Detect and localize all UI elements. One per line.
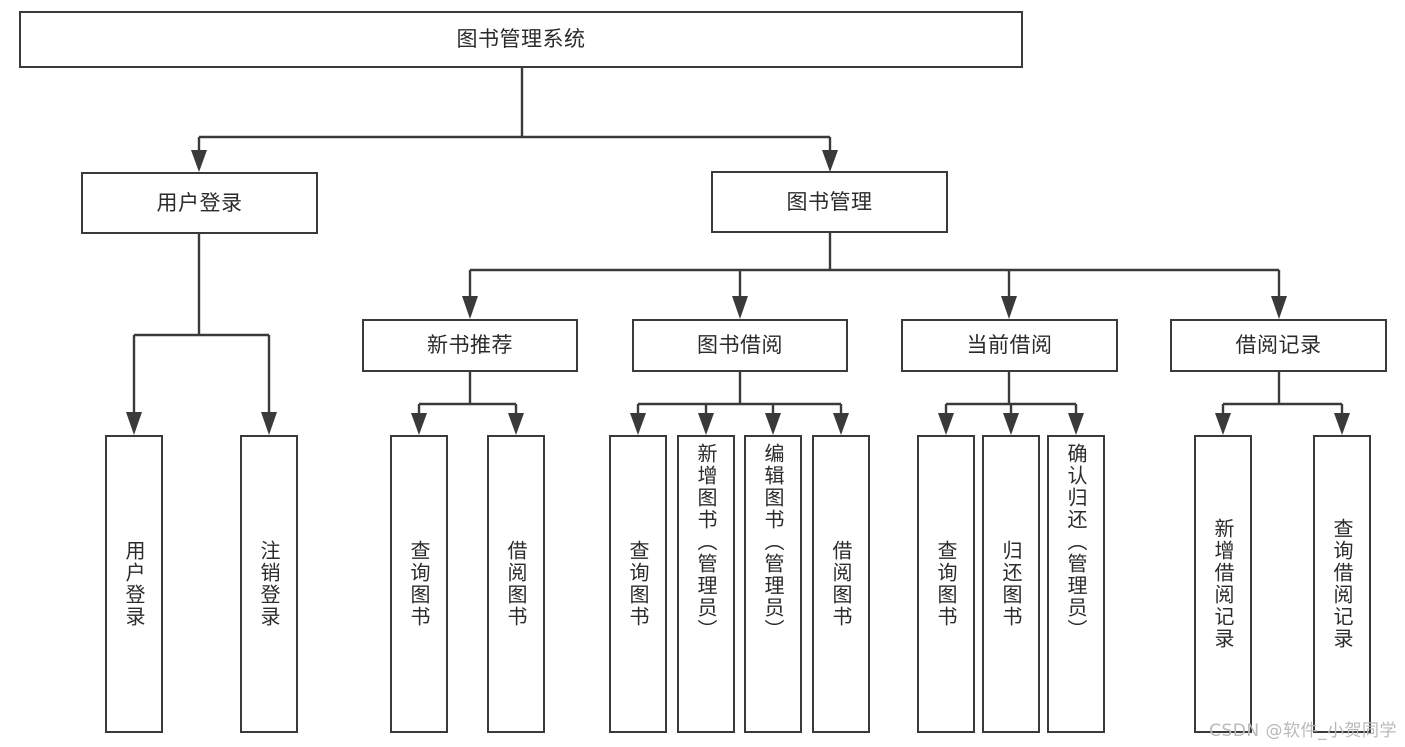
node-leaf-user-login[interactable]: 用户登录 xyxy=(105,435,163,733)
node-user-login[interactable]: 用户登录 xyxy=(81,172,318,234)
node-book-borrow[interactable]: 图书借阅 xyxy=(632,319,848,372)
node-leaf-query-book-3-label: 查询图书 xyxy=(934,540,958,628)
arrow-new-book-recommend xyxy=(462,296,478,319)
arrow-borrow-record xyxy=(1271,296,1287,319)
node-book-borrow-label: 图书借阅 xyxy=(697,333,783,358)
node-leaf-borrow-book-1-label: 借阅图书 xyxy=(504,540,528,628)
node-leaf-user-login-label: 用户登录 xyxy=(122,540,146,628)
arrow-leaf-add-record xyxy=(1215,413,1231,435)
node-leaf-user-logout[interactable]: 注销登录 xyxy=(240,435,298,733)
node-leaf-confirm-return-label: 确认归还（管理员） xyxy=(1064,443,1088,641)
arrow-leaf-user-logout xyxy=(261,412,277,435)
node-leaf-query-book-1[interactable]: 查询图书 xyxy=(390,435,448,733)
node-leaf-query-book-2-label: 查询图书 xyxy=(626,540,650,628)
node-root[interactable]: 图书管理系统 xyxy=(19,11,1023,68)
node-leaf-query-book-1-label: 查询图书 xyxy=(407,540,431,628)
node-leaf-return-book-label: 归还图书 xyxy=(999,540,1023,628)
arrow-user-login xyxy=(191,150,207,172)
node-leaf-add-record[interactable]: 新增借阅记录 xyxy=(1194,435,1252,733)
node-current-borrow[interactable]: 当前借阅 xyxy=(901,319,1118,372)
node-leaf-borrow-book-2[interactable]: 借阅图书 xyxy=(812,435,870,733)
node-leaf-borrow-book-1[interactable]: 借阅图书 xyxy=(487,435,545,733)
arrow-leaf-query-record xyxy=(1334,413,1350,435)
arrow-leaf-confirm-return xyxy=(1068,413,1084,435)
node-leaf-return-book[interactable]: 归还图书 xyxy=(982,435,1040,733)
node-leaf-user-logout-label: 注销登录 xyxy=(257,540,281,628)
node-borrow-record-label: 借阅记录 xyxy=(1235,333,1322,358)
arrow-leaf-query-book-2 xyxy=(630,413,646,435)
arrow-book-manage xyxy=(822,150,838,172)
node-leaf-add-book-label: 新增图书（管理员） xyxy=(694,443,718,641)
node-leaf-add-book[interactable]: 新增图书（管理员） xyxy=(677,435,735,733)
arrow-leaf-query-book-3 xyxy=(938,413,954,435)
watermark: CSDN @软件_小贺同学 xyxy=(1209,721,1397,741)
node-leaf-query-record[interactable]: 查询借阅记录 xyxy=(1313,435,1371,733)
node-root-label: 图书管理系统 xyxy=(456,27,586,52)
arrow-leaf-edit-book xyxy=(765,413,781,435)
arrow-leaf-user-login xyxy=(126,412,142,435)
node-book-manage[interactable]: 图书管理 xyxy=(711,171,948,233)
arrow-book-borrow xyxy=(732,296,748,319)
arrow-leaf-return-book xyxy=(1003,413,1019,435)
node-leaf-edit-book-label: 编辑图书（管理员） xyxy=(761,443,785,641)
node-leaf-borrow-book-2-label: 借阅图书 xyxy=(829,540,853,628)
node-borrow-record[interactable]: 借阅记录 xyxy=(1170,319,1387,372)
node-book-manage-label: 图书管理 xyxy=(786,189,873,214)
node-leaf-confirm-return[interactable]: 确认归还（管理员） xyxy=(1047,435,1105,733)
node-leaf-query-book-2[interactable]: 查询图书 xyxy=(609,435,667,733)
arrow-current-borrow xyxy=(1001,296,1017,319)
node-user-login-label: 用户登录 xyxy=(156,190,243,215)
node-leaf-edit-book[interactable]: 编辑图书（管理员） xyxy=(744,435,802,733)
node-current-borrow-label: 当前借阅 xyxy=(966,333,1053,358)
arrow-leaf-borrow-book-2 xyxy=(833,413,849,435)
arrow-leaf-query-book-1 xyxy=(411,413,427,435)
node-new-book-recommend-label: 新书推荐 xyxy=(427,333,513,358)
arrow-leaf-borrow-book-1 xyxy=(508,413,524,435)
node-leaf-query-record-label: 查询借阅记录 xyxy=(1330,518,1354,650)
node-leaf-add-record-label: 新增借阅记录 xyxy=(1211,518,1235,650)
node-new-book-recommend[interactable]: 新书推荐 xyxy=(362,319,578,372)
node-leaf-query-book-3[interactable]: 查询图书 xyxy=(917,435,975,733)
arrow-leaf-add-book xyxy=(698,413,714,435)
